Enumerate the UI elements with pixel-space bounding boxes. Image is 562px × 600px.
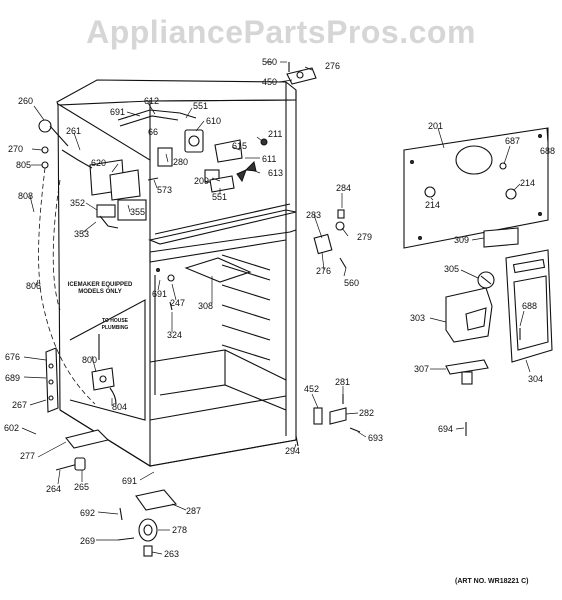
- middle-hinge: [313, 209, 347, 269]
- part-label-211: 211: [268, 129, 283, 139]
- left-hinge-bracket: [45, 347, 59, 413]
- part-label-269: 269: [80, 536, 96, 546]
- part-label-800: 800: [82, 355, 98, 365]
- part-label-265: 265: [74, 482, 90, 492]
- part-label-805: 805: [16, 160, 32, 170]
- part-label-692: 692: [80, 508, 96, 518]
- top-hinge: [286, 62, 317, 85]
- part-label-688-lower: 688: [522, 301, 538, 311]
- part-label-284: 284: [336, 183, 352, 193]
- freezer-components: [38, 109, 268, 229]
- part-label-612: 612: [144, 96, 160, 106]
- part-label-689: 689: [5, 373, 21, 383]
- part-label-693: 693: [368, 433, 384, 443]
- part-label-691-upper: 691: [110, 107, 126, 117]
- dispenser-housing: [445, 287, 493, 343]
- part-label-560-middle: 560: [344, 278, 360, 288]
- part-label-309: 309: [454, 235, 470, 245]
- part-label-355: 355: [130, 207, 146, 217]
- part-label-278: 278: [172, 525, 188, 535]
- part-label-691-middle: 691: [152, 289, 168, 299]
- part-label-214-right: 214: [520, 178, 536, 188]
- cabinet-outline: [56, 79, 297, 467]
- part-label-276-top: 276: [325, 61, 341, 71]
- part-label-209: 209: [194, 176, 210, 186]
- part-label-452: 452: [304, 384, 320, 394]
- control-knob: [477, 271, 495, 289]
- part-label-450: 450: [262, 77, 278, 87]
- part-label-260: 260: [18, 96, 34, 106]
- part-label-613: 613: [268, 168, 284, 178]
- part-label-214-left: 214: [425, 200, 441, 210]
- part-label-303: 303: [410, 313, 426, 323]
- part-label-694: 694: [438, 424, 454, 434]
- part-label-287: 287: [186, 506, 202, 516]
- part-label-551-upper: 551: [193, 101, 209, 111]
- part-label-676: 676: [5, 352, 21, 362]
- watermark: AppliancePartsPros.com: [86, 14, 476, 50]
- part-label-201: 201: [428, 121, 444, 131]
- part-label-280: 280: [173, 157, 189, 167]
- bottom-components: [55, 429, 178, 557]
- part-label-264: 264: [46, 484, 62, 494]
- leader-lines: [21, 61, 549, 555]
- part-label-305: 305: [444, 264, 460, 274]
- part-label-615: 615: [232, 141, 248, 151]
- plumbing-note-line-2: PLUMBING: [101, 325, 129, 331]
- part-label-304: 304: [528, 374, 544, 384]
- part-label-687: 687: [505, 136, 521, 146]
- nameplate: [483, 227, 519, 248]
- part-label-560-top: 560: [262, 57, 278, 67]
- part-label-610: 610: [206, 116, 222, 126]
- part-label-804: 804: [112, 402, 128, 412]
- part-label-270: 270: [8, 144, 24, 154]
- part-label-66: 66: [148, 127, 159, 137]
- part-label-611: 611: [262, 154, 277, 164]
- part-label-688-upper: 688: [540, 146, 556, 156]
- part-label-808: 808: [18, 191, 34, 201]
- part-label-551-lower: 551: [212, 192, 228, 202]
- part-label-267: 267: [12, 400, 28, 410]
- part-label-247: 247: [170, 298, 186, 308]
- part-label-281: 281: [335, 377, 351, 387]
- plumbing-note: TO HOUSE PLUMBING: [94, 318, 136, 332]
- part-label-806: 806: [26, 281, 42, 291]
- bottom-hinge: [295, 394, 361, 447]
- art-number: (ART NO. WR18221 C): [455, 578, 529, 585]
- door-trim: [505, 249, 553, 363]
- part-label-691-lower: 691: [122, 476, 138, 486]
- icemaker-note-line-2: MODELS ONLY: [78, 289, 122, 295]
- part-label-324: 324: [167, 330, 183, 340]
- part-label-573: 573: [157, 185, 173, 195]
- part-label-276-middle: 276: [316, 266, 332, 276]
- plumbing-note-line-1: TO HOUSE: [101, 318, 129, 324]
- water-line: [38, 167, 96, 405]
- part-label-352: 352: [70, 198, 86, 208]
- part-label-261: 261: [66, 126, 82, 136]
- part-label-620: 620: [91, 158, 107, 168]
- icemaker-note: ICEMAKER EQUIPPED MODELS ONLY: [64, 282, 136, 296]
- fresh-food-parts: [156, 268, 175, 311]
- rear-cover-panel: [403, 127, 549, 249]
- part-label-308: 308: [198, 301, 214, 311]
- part-label-282: 282: [359, 408, 375, 418]
- part-label-294: 294: [285, 446, 301, 456]
- part-label-263: 263: [164, 549, 180, 559]
- part-label-353: 353: [74, 229, 90, 239]
- part-label-307: 307: [414, 364, 430, 374]
- part-label-279: 279: [357, 232, 373, 242]
- water-valve: [91, 334, 117, 405]
- slide-part: [445, 359, 489, 385]
- part-label-277: 277: [20, 451, 36, 461]
- part-label-602: 602: [4, 423, 20, 433]
- icemaker-note-line-1: ICEMAKER EQUIPPED: [67, 282, 133, 288]
- part-label-283: 283: [306, 210, 322, 220]
